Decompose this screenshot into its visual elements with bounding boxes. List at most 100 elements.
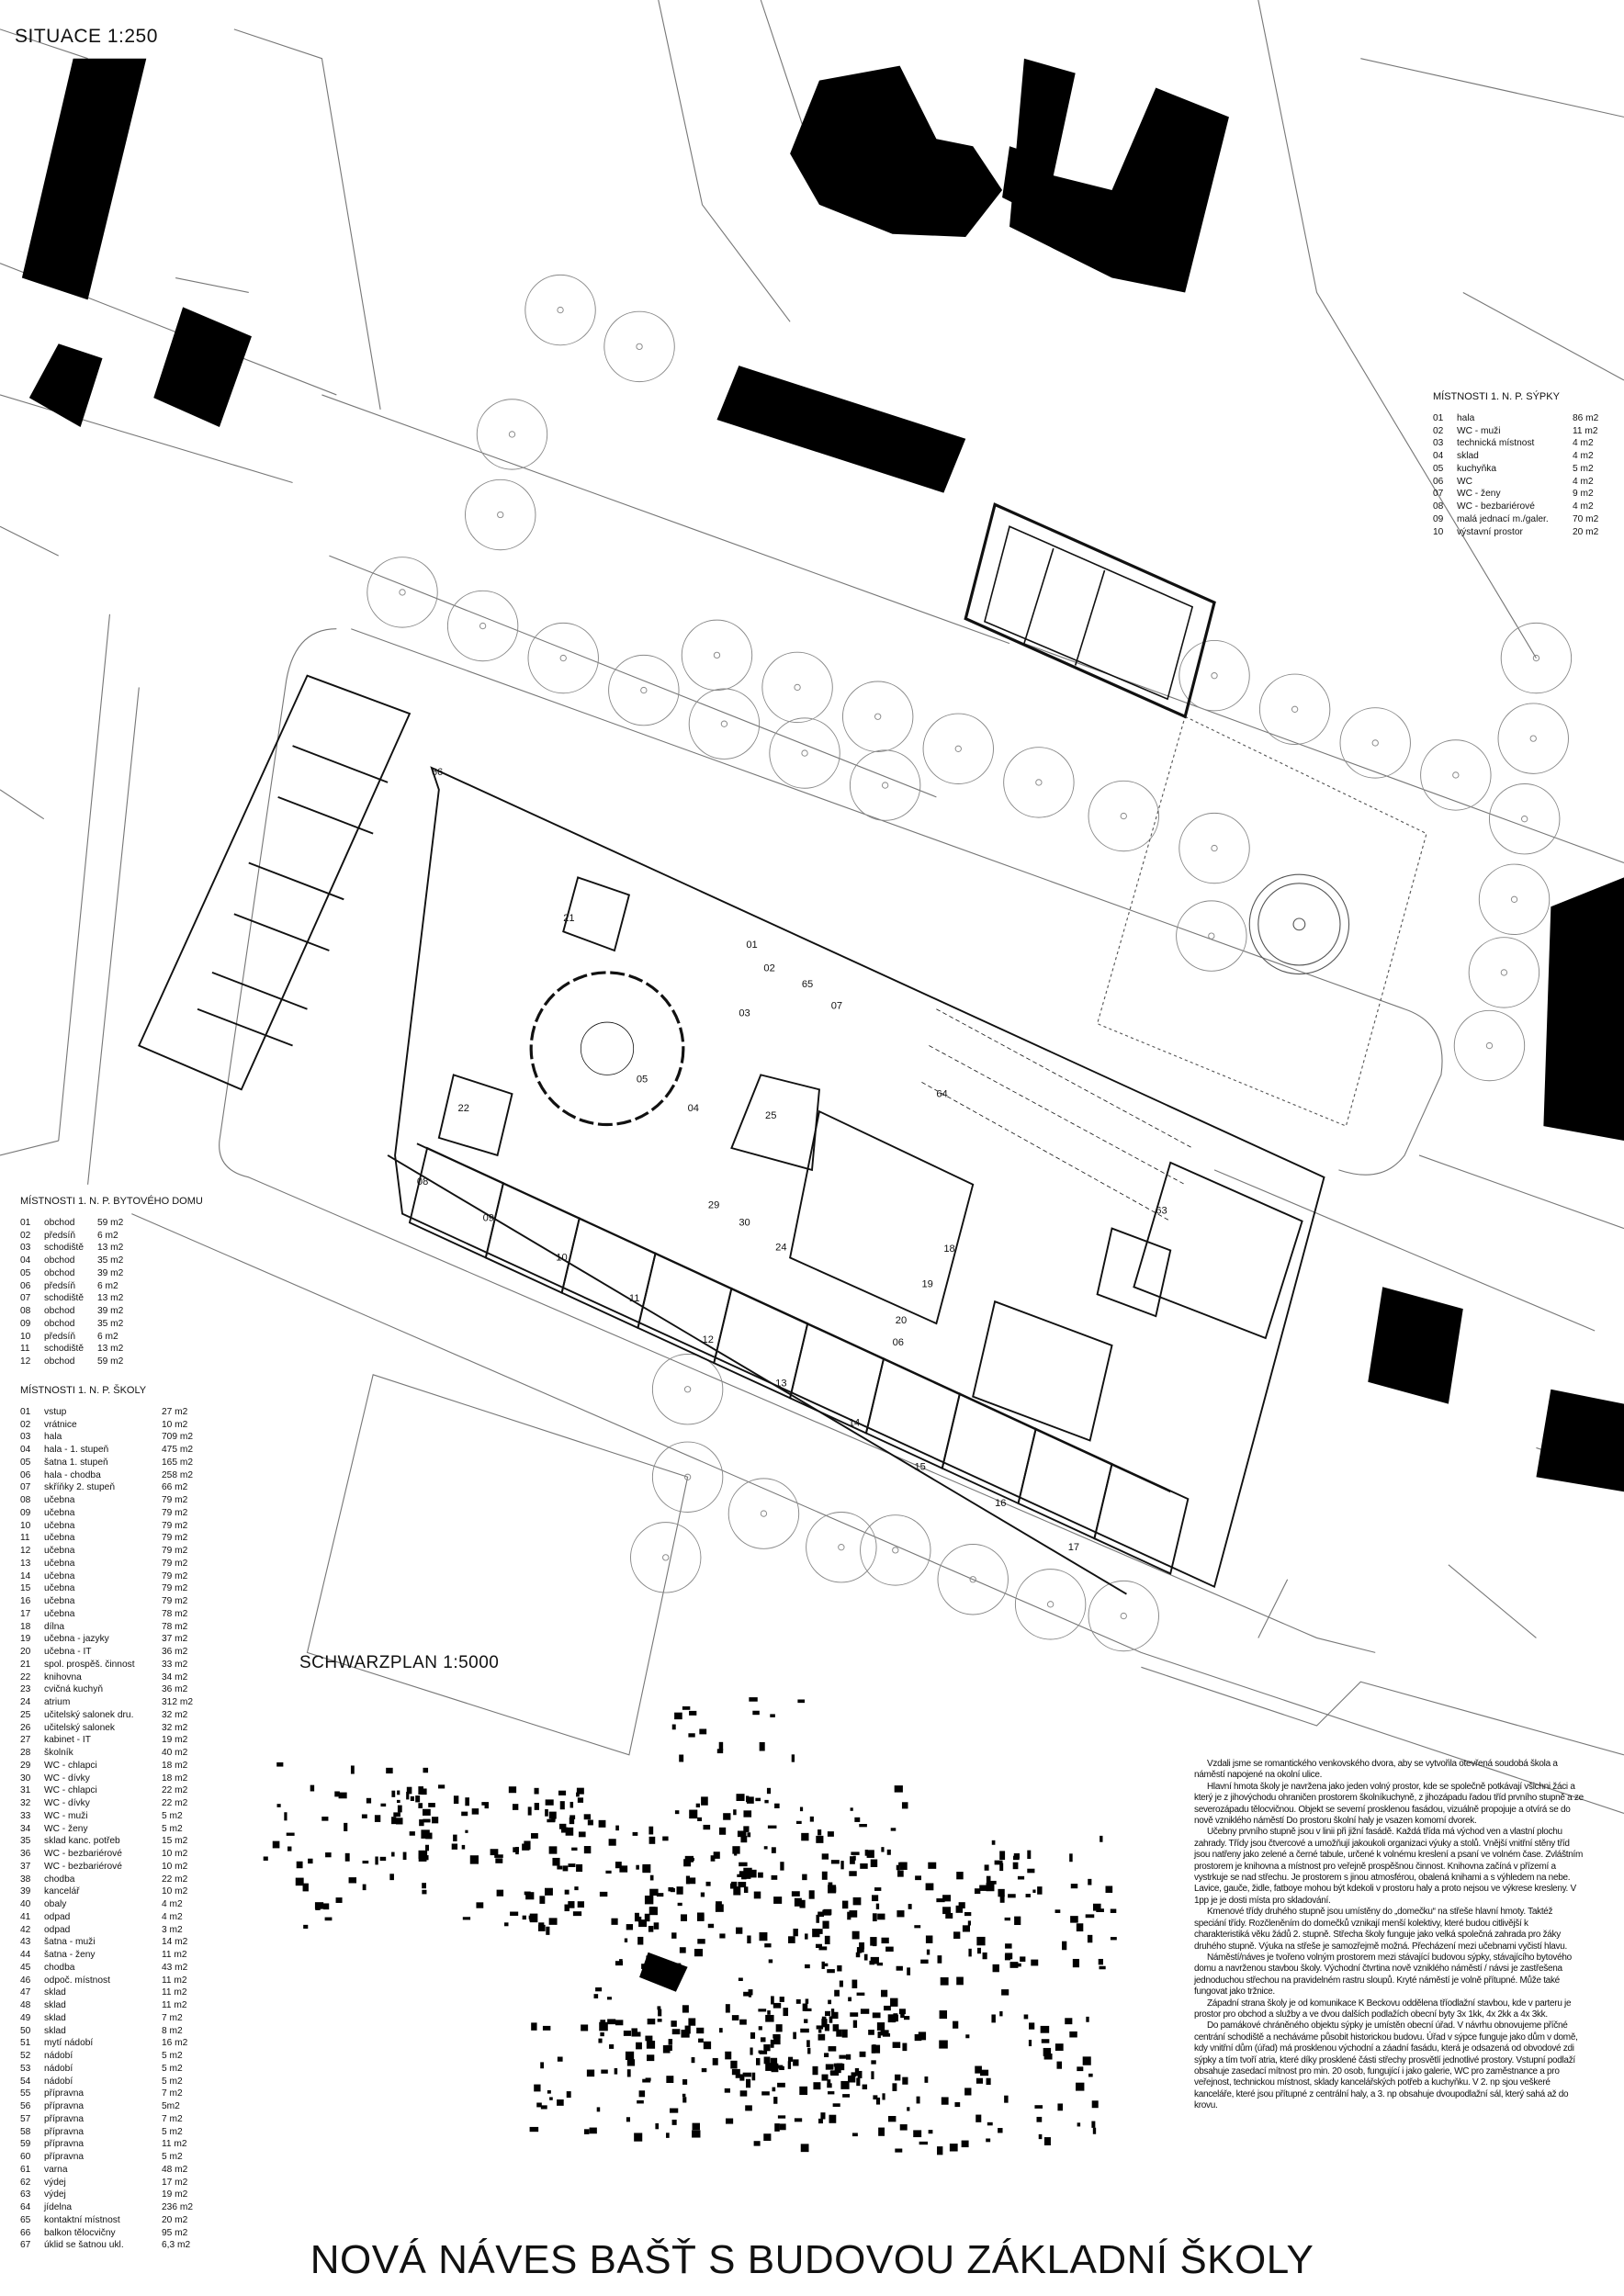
tree-icon xyxy=(681,619,753,692)
room-number: 04 xyxy=(1433,451,1444,461)
schwarzplan-building xyxy=(689,1809,698,1819)
schwarzplan-building xyxy=(851,2133,858,2137)
room-area: 258 m2 xyxy=(162,1469,193,1480)
room-area: 20 m2 xyxy=(162,2214,188,2225)
room-name: vrátnice xyxy=(44,1419,77,1430)
schwarzplan-building xyxy=(1096,1908,1104,1913)
schwarzplan-building xyxy=(928,1862,937,1869)
schwarzplan-building xyxy=(916,2096,920,2104)
room-area: 7 m2 xyxy=(162,2088,183,2099)
schwarzplan-building xyxy=(743,1991,750,1997)
schwarzplan-building xyxy=(703,2041,712,2050)
room-area: 19 m2 xyxy=(162,1735,188,1746)
schwarzplan-building xyxy=(548,1846,558,1854)
room-name: WC - chlapci xyxy=(44,1760,97,1771)
room-name: předsíň xyxy=(44,1230,75,1241)
schwarzplan-building xyxy=(794,2118,803,2122)
schwarzplan-building xyxy=(936,1898,945,1903)
room-number: 02 xyxy=(20,1419,31,1430)
schwarzplan-building xyxy=(1023,2014,1029,2020)
schwarzplan-building xyxy=(551,1818,556,1822)
schwarzplan-building xyxy=(738,1977,743,1982)
schwarzplan-building xyxy=(707,1923,715,1929)
schwarzplan-building xyxy=(848,2075,856,2083)
schwarzplan-building xyxy=(833,2063,840,2067)
room-number: 26 xyxy=(20,1722,31,1733)
schwarzplan-building xyxy=(787,2061,792,2069)
room-number: 60 xyxy=(20,2152,31,2162)
room-number: 54 xyxy=(20,2076,31,2087)
granary-building xyxy=(964,502,1216,719)
schwarzplan-building xyxy=(1092,1903,1101,1911)
schwarzplan-building xyxy=(793,2032,796,2040)
schwarzplan-building xyxy=(391,1851,395,1857)
schwarzplan-building xyxy=(632,2032,641,2037)
room-name: přípravna xyxy=(44,2088,85,2099)
schwarzplan-building xyxy=(964,1912,972,1917)
schwarzplan-building xyxy=(396,1799,400,1804)
schwarzplan-building xyxy=(854,2067,860,2077)
schwarzplan-building xyxy=(987,2122,993,2126)
schwarzplan-building xyxy=(829,2016,833,2023)
schwarzplan-building xyxy=(834,2065,841,2074)
schwarzplan-building xyxy=(557,2056,563,2062)
schwarzplan-building xyxy=(605,1870,612,1874)
room-number: 06 xyxy=(20,1469,31,1480)
school-building xyxy=(387,766,1325,1595)
room-name: učitelský salonek dru. xyxy=(44,1709,134,1720)
room-number: 08 xyxy=(20,1306,31,1316)
plan-room-number: 08 xyxy=(417,1176,428,1187)
schwarzplan-building xyxy=(496,1889,504,1896)
room-number: 04 xyxy=(20,1255,31,1266)
schwarzplan-building xyxy=(818,1929,823,1934)
schwarzplan-building xyxy=(864,1850,869,1856)
schwarzplan-building xyxy=(828,2091,835,2095)
room-number: 36 xyxy=(20,1849,31,1859)
schwarzplan-building xyxy=(991,2014,996,2023)
schwarzplan-building xyxy=(539,1896,546,1904)
room-number: 17 xyxy=(20,1608,31,1619)
schwarzplan-building xyxy=(323,1903,330,1910)
room-name: předsíň xyxy=(44,1280,75,1291)
schwarzplan-building xyxy=(870,1859,878,1867)
schwarzplan-building xyxy=(899,2124,908,2131)
room-area: 5 m2 xyxy=(162,2076,183,2087)
schwarzplan-building xyxy=(425,1844,430,1851)
room-name: obchod xyxy=(44,1217,75,1228)
schwarzplan-building xyxy=(759,1931,768,1941)
schwarzplan-building xyxy=(648,1826,654,1835)
tree-icon xyxy=(1468,937,1540,1008)
schwarzplan-building xyxy=(393,1812,400,1818)
schwarzplan-building xyxy=(692,2122,700,2131)
room-name: WC - ženy xyxy=(44,1823,88,1834)
schwarzplan-building xyxy=(670,1887,675,1893)
schwarzplan-building xyxy=(1027,1850,1032,1860)
schwarzplan-building xyxy=(1110,1908,1117,1913)
schwarzplan-building xyxy=(908,1904,912,1909)
schwarzplan-building xyxy=(805,1998,809,2004)
schwarzplan-building xyxy=(1025,1894,1031,1897)
room-number: 06 xyxy=(20,1280,31,1291)
tree-icon xyxy=(1258,673,1331,745)
schwarzplan-building xyxy=(645,2035,653,2042)
room-number: 35 xyxy=(20,1836,31,1847)
schwarzplan-building xyxy=(827,1969,835,1974)
schwarzplan-building xyxy=(626,2069,631,2077)
room-area: 48 m2 xyxy=(162,2164,188,2175)
schwarzplan-building xyxy=(1031,1959,1039,1966)
schwarzplan-building xyxy=(286,1832,295,1836)
room-number: 37 xyxy=(20,1861,31,1872)
room-area: 6,3 m2 xyxy=(162,2240,191,2251)
schwarzplan-building xyxy=(856,1992,865,1996)
schwarzplan-building xyxy=(870,1937,877,1946)
schwarzplan-building xyxy=(421,1788,427,1795)
schwarzplan-building xyxy=(770,2039,774,2048)
schwarzplan-building xyxy=(1099,1965,1106,1970)
room-name: chodba xyxy=(44,1874,75,1885)
schwarzplan-building xyxy=(741,1872,747,1880)
schwarzplan-buildings xyxy=(263,1697,1117,2155)
